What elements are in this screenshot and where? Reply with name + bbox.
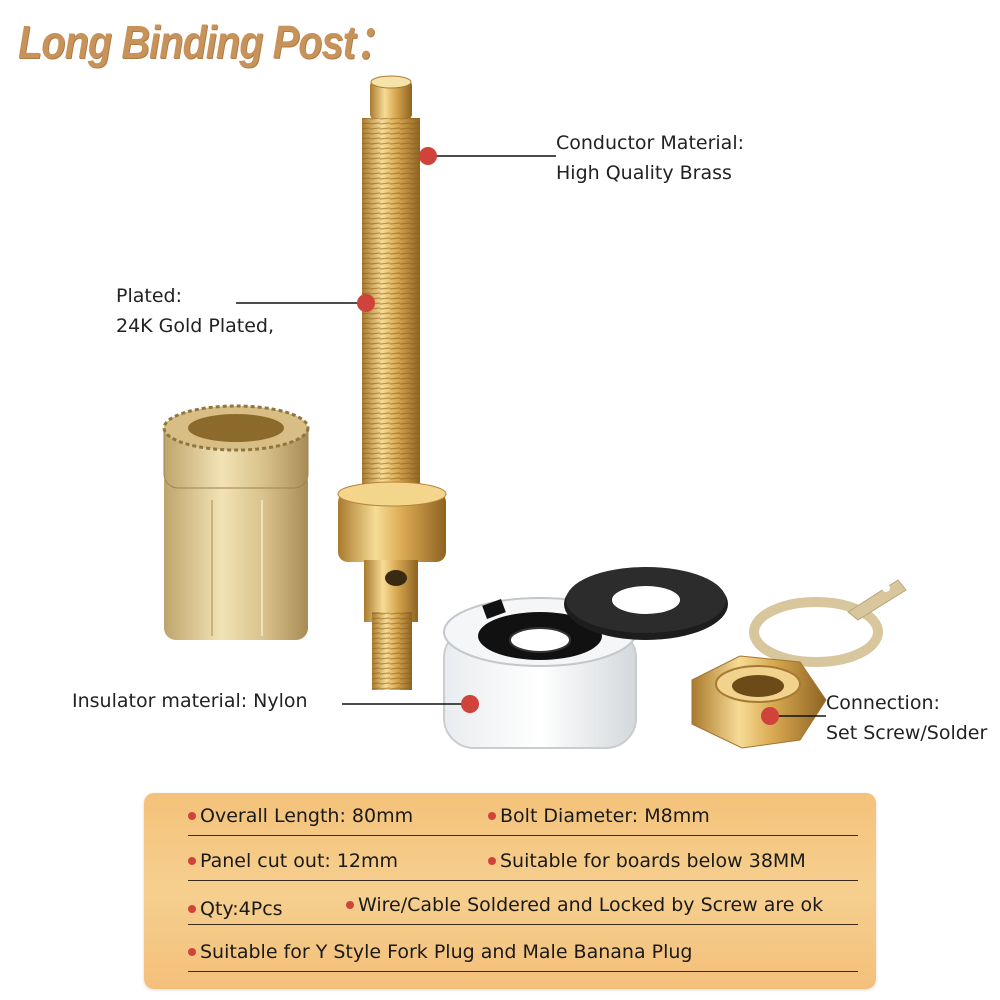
conductor-value: High Quality Brass bbox=[556, 162, 732, 184]
connection-marker bbox=[761, 707, 779, 725]
spec-row: Qty:4Pcs Wire/Cable Soldered and Locked … bbox=[188, 888, 858, 925]
spec-item: Suitable for Y Style Fork Plug and Male … bbox=[188, 941, 692, 963]
page-title: Long Binding Post： bbox=[18, 16, 395, 68]
bullet-icon bbox=[488, 857, 496, 865]
plated-label: Plated: bbox=[116, 285, 182, 307]
bullet-icon bbox=[188, 857, 196, 865]
spec-item: Suitable for boards below 38MM bbox=[488, 850, 806, 872]
plated-marker bbox=[357, 294, 375, 312]
hex-nut bbox=[691, 655, 827, 749]
conductor-label: Conductor Material: bbox=[556, 132, 744, 154]
spec-item: Bolt Diameter: M8mm bbox=[488, 805, 710, 827]
spec-item: Wire/Cable Soldered and Locked by Screw … bbox=[346, 894, 823, 916]
insulator-callout: Insulator material: Nylon bbox=[72, 686, 308, 716]
spec-item: Qty:4Pcs bbox=[188, 898, 283, 920]
plated-value: 24K Gold Plated, bbox=[116, 315, 275, 337]
threaded-post bbox=[337, 75, 447, 690]
black-washer bbox=[564, 567, 728, 640]
bullet-icon bbox=[188, 948, 196, 956]
insulator-marker bbox=[461, 695, 479, 713]
plated-callout: Plated: 24K Gold Plated, bbox=[116, 281, 274, 341]
spec-row: Panel cut out: 12mm Suitable for boards … bbox=[188, 844, 858, 881]
spec-item: Overall Length: 80mm bbox=[188, 805, 413, 827]
bullet-icon bbox=[488, 812, 496, 820]
spec-row: Overall Length: 80mm Bolt Diameter: M8mm bbox=[188, 799, 858, 836]
knurled-cap bbox=[162, 404, 310, 640]
bullet-icon bbox=[346, 901, 354, 909]
spec-panel: Overall Length: 80mm Bolt Diameter: M8mm… bbox=[144, 793, 876, 989]
bullet-icon bbox=[188, 905, 196, 913]
insulator-label: Insulator material: Nylon bbox=[72, 690, 308, 712]
spec-item: Panel cut out: 12mm bbox=[188, 850, 398, 872]
conductor-marker bbox=[419, 147, 437, 165]
connection-label: Connection: bbox=[826, 692, 940, 714]
bullet-icon bbox=[188, 812, 196, 820]
conductor-callout: Conductor Material: High Quality Brass bbox=[556, 128, 744, 188]
connection-callout: Connection: Set Screw/Solder bbox=[826, 688, 987, 748]
spec-row: Suitable for Y Style Fork Plug and Male … bbox=[188, 935, 858, 972]
solder-lug bbox=[749, 579, 907, 667]
connection-value: Set Screw/Solder bbox=[826, 722, 988, 744]
